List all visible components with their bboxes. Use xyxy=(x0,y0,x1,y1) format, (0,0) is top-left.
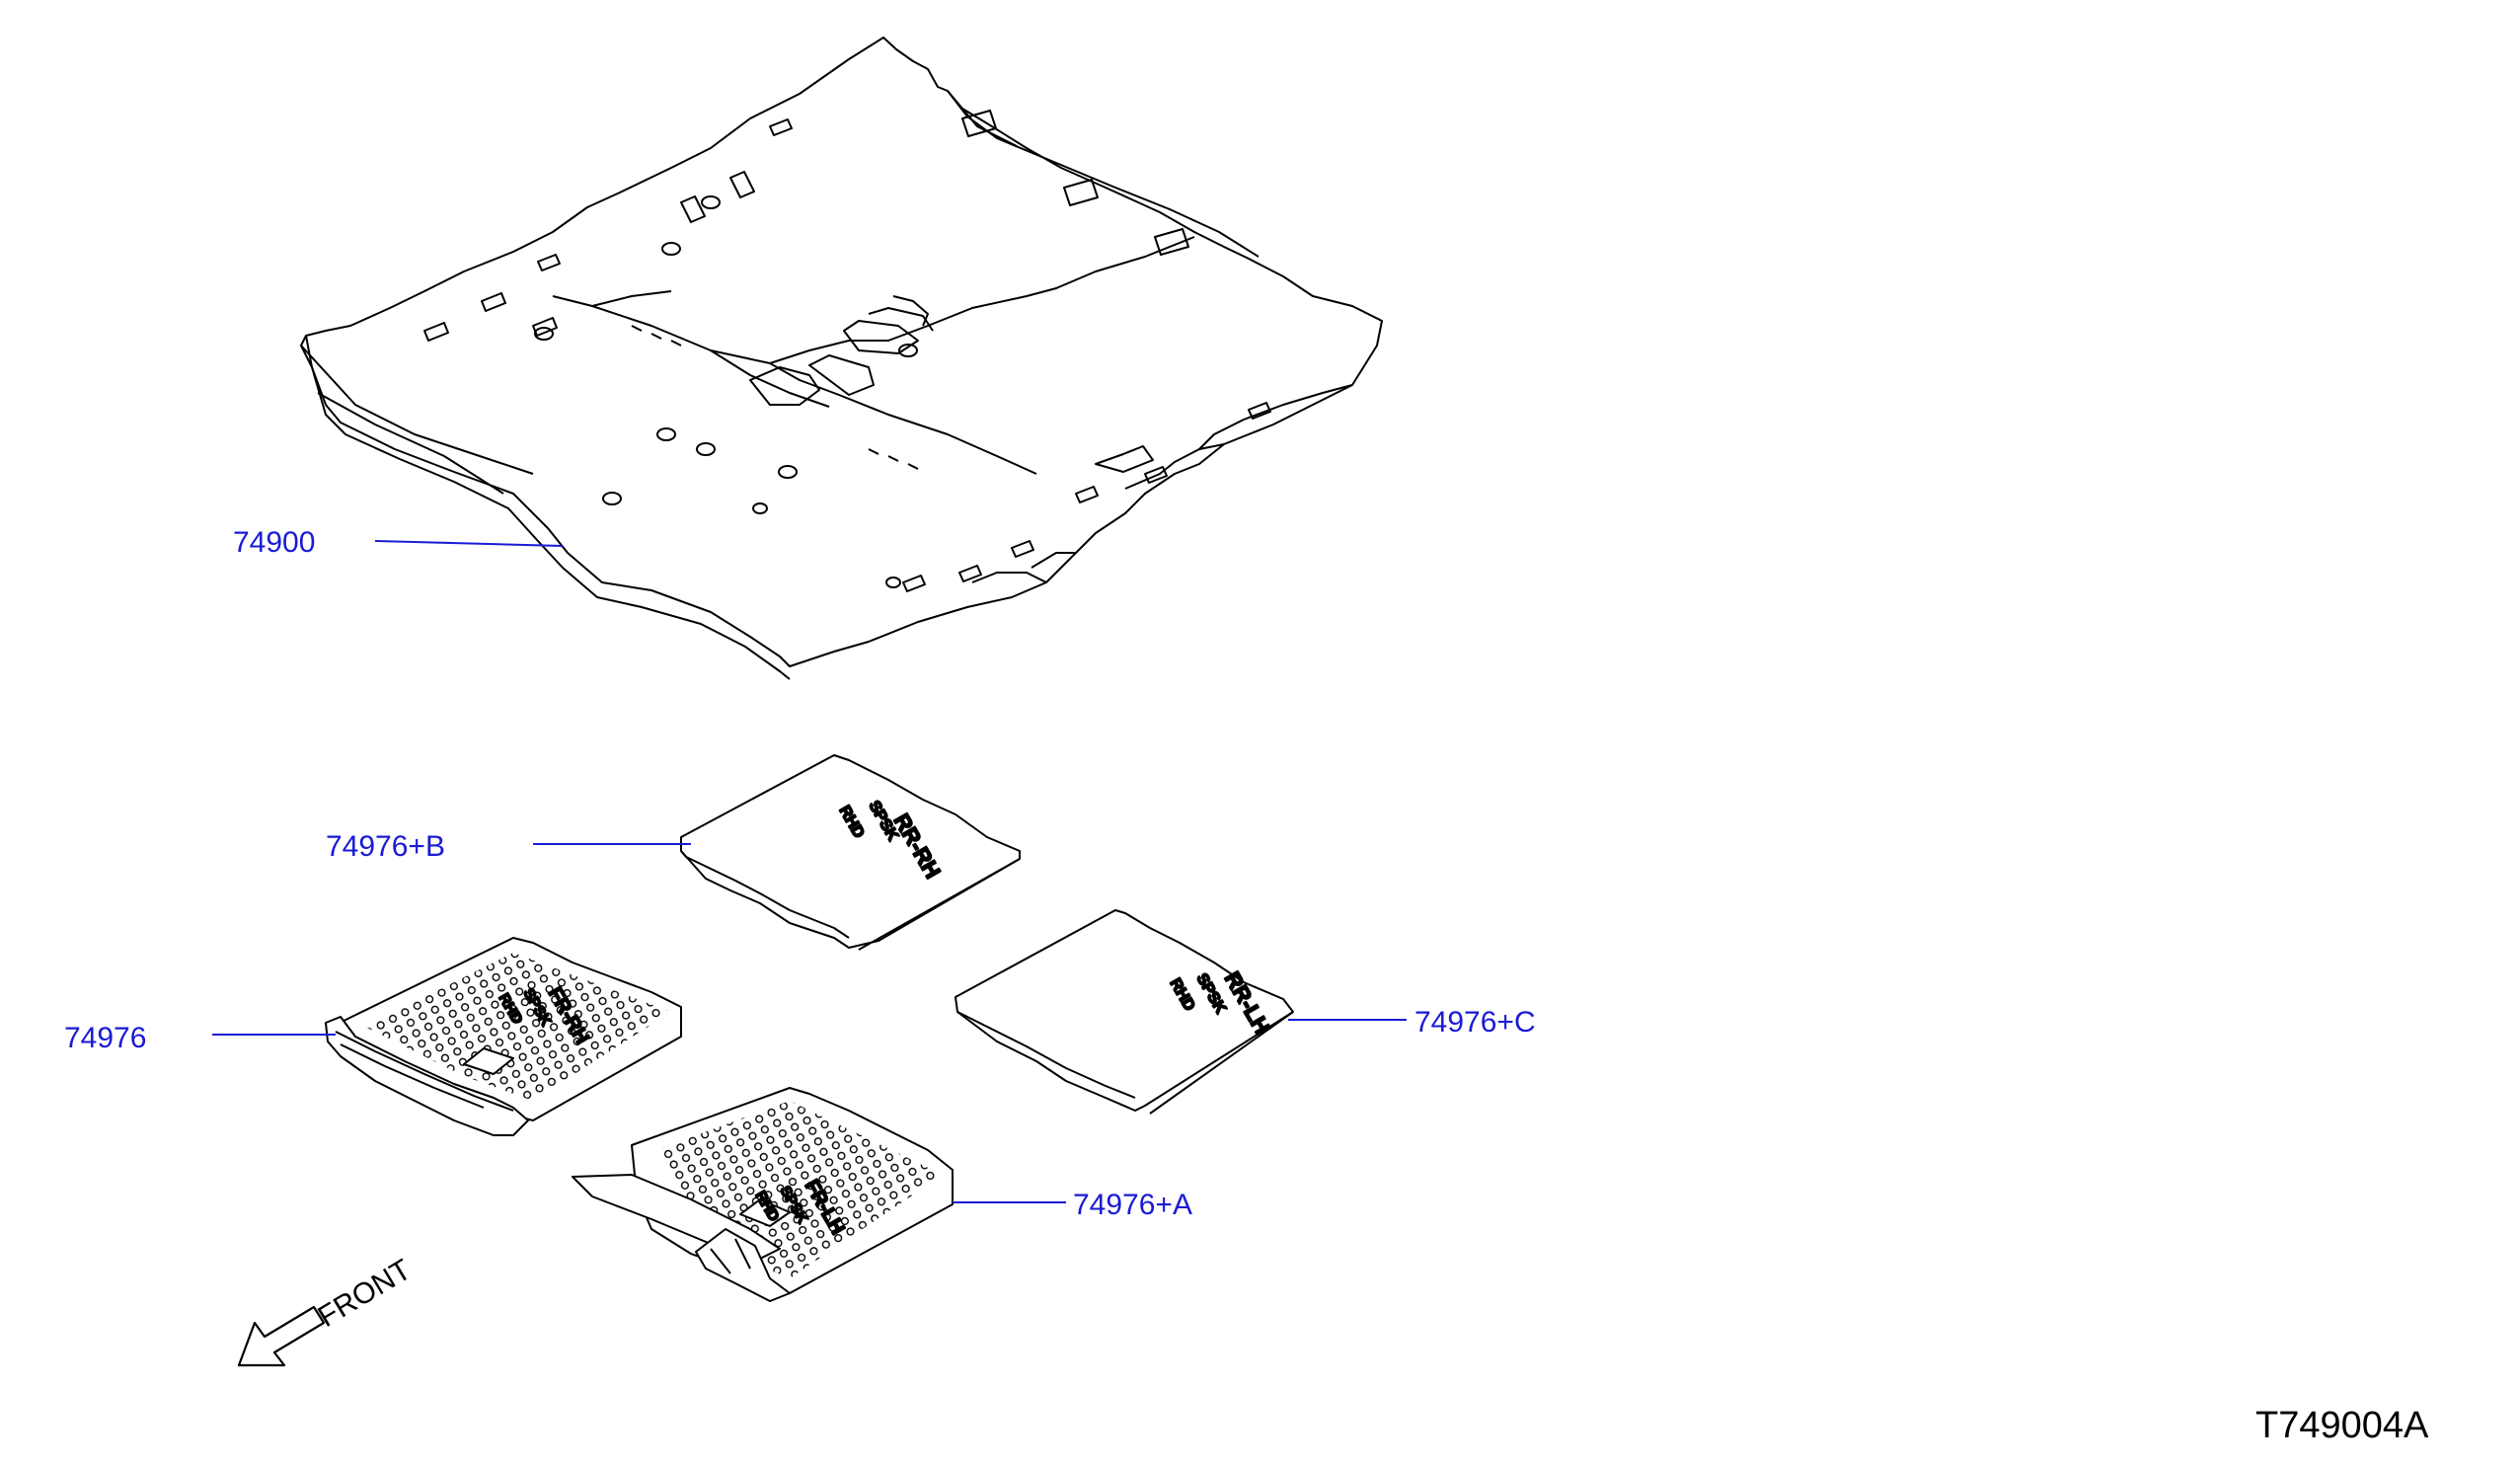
callout-74976[interactable]: 74976 xyxy=(64,1022,147,1054)
callout-74900[interactable]: 74900 xyxy=(233,526,316,559)
leader-lines xyxy=(212,540,1407,1203)
callout-74976-c[interactable]: 74976+C xyxy=(1414,1006,1536,1039)
floor-carpet-drawing[interactable] xyxy=(300,37,1383,680)
front-arrow-icon xyxy=(237,1305,326,1367)
callout-74976-b[interactable]: 74976+B xyxy=(326,830,445,863)
front-indicator: FRONT xyxy=(237,1253,418,1367)
front-label: FRONT xyxy=(313,1253,418,1334)
callout-74976-a[interactable]: 74976+A xyxy=(1073,1189,1192,1221)
leader-74900 xyxy=(374,540,564,547)
mat-rear-drawing[interactable]: RR-RH SPSK RHD xyxy=(680,754,1021,951)
mat-driver-drawing[interactable]: FR-RH SPSK RHD xyxy=(325,937,682,1136)
mat-passenger-drawing[interactable]: FR-LH SPSK RHD xyxy=(572,1087,954,1302)
mat-rear-lh-drawing[interactable]: RR-LH SPSK RHD xyxy=(955,909,1294,1115)
diagram-code: T749004A xyxy=(2255,1405,2429,1446)
